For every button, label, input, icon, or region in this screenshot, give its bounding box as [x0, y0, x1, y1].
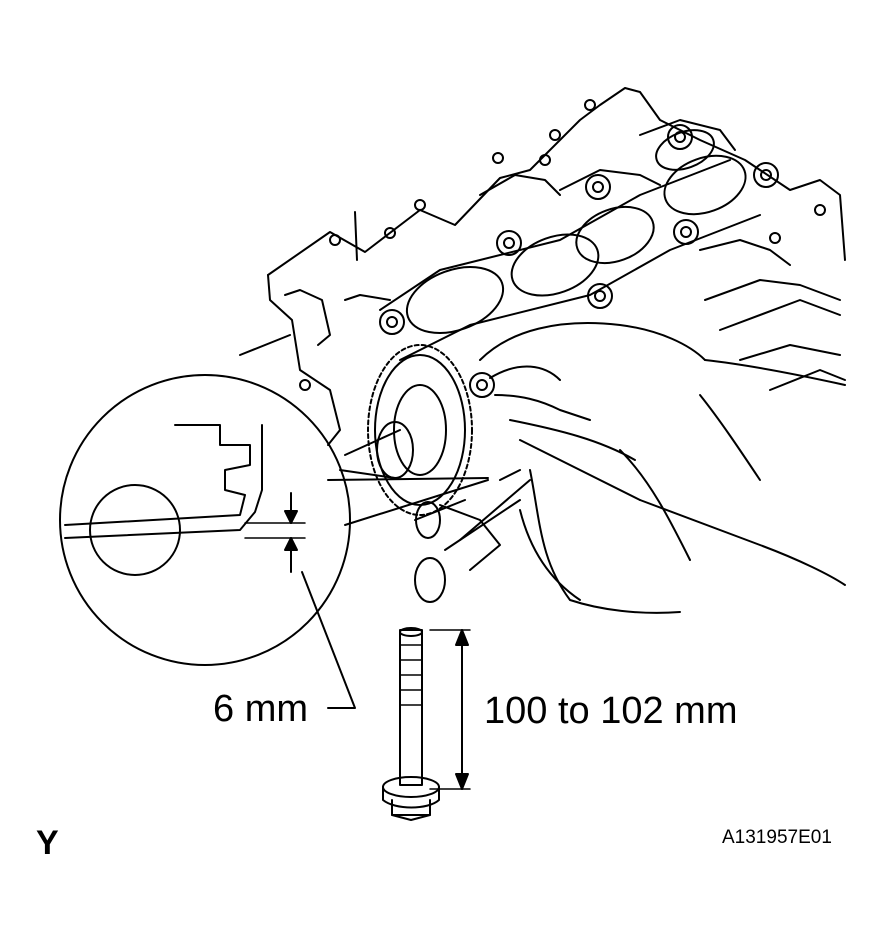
cap-bolts — [379, 124, 779, 398]
camshaft — [379, 129, 761, 361]
figure-code-label: A131957E01 — [722, 827, 832, 848]
bolt — [382, 627, 440, 821]
gap-dimension-marker — [244, 492, 356, 709]
bolt-length-dimension — [429, 629, 471, 790]
gap-dimension-label: 6 mm — [213, 688, 308, 730]
bolt-length-label: 100 to 102 mm — [484, 690, 738, 732]
view-marker-label: Y — [36, 824, 59, 862]
cylinder-head — [239, 87, 846, 446]
detail-magnifier — [59, 374, 489, 666]
cam-sprocket — [339, 344, 531, 603]
hand — [479, 322, 846, 614]
